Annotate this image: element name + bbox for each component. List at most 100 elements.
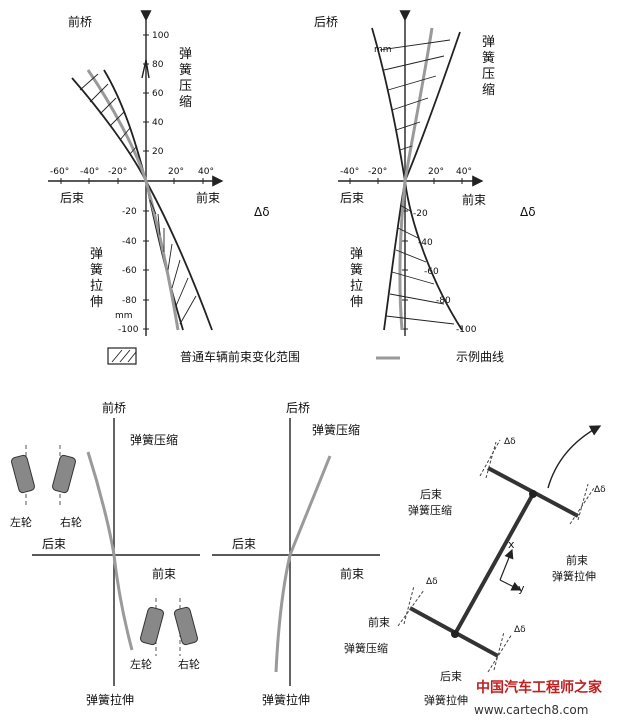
tl-hatch-lines [79,73,197,325]
tl-delta: Δδ [254,205,270,219]
tr-hatch-lines [379,39,455,325]
tl-extend-c2: 簧 [90,262,103,278]
br-delta-4: Δδ [514,625,526,635]
tl-ytick-40: 40 [152,118,164,128]
tl-compress-c4: 缩 [179,94,192,110]
tr-compress-c1: 弹 [482,35,495,50]
tl-rear-toe: 后束 [60,191,84,205]
tl-ytick-60: 60 [152,89,164,99]
bl-title: 前桥 [102,400,126,415]
tl-unit: mm [115,311,133,321]
tr-extend-c4: 伸 [350,295,363,310]
br-front-pivot [451,630,459,638]
br-axis-x-label: x [508,538,515,551]
tl-ytick-20: 20 [152,147,164,157]
bm-compress: 弹簧压缩 [312,422,360,437]
tl-ytick-m100: -100 [118,325,139,335]
tl-xtick-m40: -40° [80,167,99,177]
watermark-url: www.cartech8.com [474,703,588,717]
br-rear-toe-top: 后束 [420,488,442,501]
tl-compress-c3: 压 [179,79,192,94]
br-rear-toe-bottom: 后束 [440,670,462,683]
tl-example-curve [86,69,180,331]
tr-example-curve [398,27,434,331]
tr-ytick-m40: -40 [418,238,433,248]
tr-xtick-20: 20° [428,167,444,177]
watermark-cn: 中国汽车工程师之家 [476,679,603,696]
tl-front-toe: 前束 [196,190,220,205]
tl-ytick-m60: -60 [122,266,137,276]
bm-extend: 弹簧拉伸 [262,692,310,707]
bl-compress: 弹簧压缩 [130,432,178,447]
bl-left-wheel-top-icon [11,445,35,505]
bl-left-wheel-bottom-label: 左轮 [130,657,152,671]
panel-rear-axle-chart: -20 -40 -60 -80 -100 -40° -20° 20° 40° 后… [314,10,536,336]
legend-curve-label: 示例曲线 [456,350,504,364]
br-x-axis [499,548,514,581]
tl-extend-c1: 弹 [90,247,103,262]
tr-xtick-m40: -40° [340,167,359,177]
tr-compress-c4: 缩 [482,82,495,98]
br-frame-bar [453,493,535,635]
br-front-toe-left: 前束 [368,615,390,629]
tr-unit: mm [374,45,392,55]
tr-xtick-40: 40° [456,167,472,177]
tr-extend-c2: 簧 [350,262,363,278]
tl-xtick-m60: -60° [50,167,69,177]
tl-ytick-80: 80 [152,60,164,70]
bl-right-wheel-bottom-label: 右轮 [178,657,200,671]
bl-left-wheel-top-label: 左轮 [10,515,32,529]
br-extend-bottom: 弹簧拉伸 [424,693,468,707]
tl-extend-c3: 拉 [90,279,103,294]
tr-delta: Δδ [520,205,536,219]
bm-rear-toe: 后束 [232,537,256,551]
tr-xtick-m20: -20° [368,167,387,177]
bm-example-curve [274,455,332,673]
bl-right-wheel-bottom-icon [174,598,198,656]
tr-ytick-m100: -100 [456,325,477,335]
br-y-axis [499,579,522,591]
br-delta-1: Δδ [504,437,516,447]
tr-extend-c3: 拉 [350,279,363,294]
bl-right-wheel-top-label: 右轮 [60,515,82,529]
br-delta-3: Δδ [426,577,438,587]
br-compress-left: 弹簧压缩 [344,641,388,655]
legend-hatch-swatch [107,347,137,365]
tr-ytick-m80: -80 [436,296,451,306]
tl-ytick-m20: -20 [122,207,137,217]
tl-ytick-m40: -40 [122,237,137,247]
tr-front-toe: 前束 [462,192,486,207]
tl-ytick-m80: -80 [122,296,137,306]
bl-right-wheel-top-icon [52,445,76,505]
panel-rear-axle-schematic: 后桥 弹簧压缩 后束 前束 弹簧拉伸 [212,401,380,707]
bl-example-curve [86,451,134,651]
panel-front-axle-schematic: 前桥 弹簧压缩 后束 前束 弹簧拉伸 左轮 右轮 左轮 右轮 [10,400,200,707]
tl-title: 前桥 [68,14,92,29]
tl-compress-c2: 簧 [179,62,192,78]
bl-extend: 弹簧拉伸 [86,692,134,707]
br-rear-pivot [529,490,537,498]
tl-xtick-40: 40° [198,167,214,177]
tr-compress-c3: 压 [482,67,495,82]
bm-title: 后桥 [286,401,310,415]
tr-range-boundary-outer [371,27,463,331]
tr-compress-c2: 簧 [482,50,495,66]
bl-rear-toe: 后束 [42,537,66,551]
br-compress-top: 弹簧压缩 [408,503,452,517]
tr-extend-c1: 弹 [350,247,363,262]
legend-range-label: 普通车辆前束变化范围 [180,349,300,364]
bl-front-toe: 前束 [152,566,176,581]
br-front-toe-right: 前束 [566,553,588,567]
tl-xtick-m20: -20° [108,167,127,177]
br-delta-2: Δδ [594,485,606,495]
panel-front-axle-chart: 100 80 60 40 20 -20 -40 -60 -80 -100 -60… [48,10,270,336]
tr-ytick-m20: -20 [413,209,428,219]
panel-vehicle-skeleton: Δδ Δδ Δδ Δδ x y 后束 弹簧压缩 前束 弹簧拉伸 前束 弹簧压缩 … [344,425,606,707]
tr-title: 后桥 [314,15,338,29]
br-axis-y-label: y [518,582,525,595]
tl-extend-c4: 伸 [90,295,103,310]
tl-ytick-100: 100 [152,31,169,41]
br-extend-right: 弹簧拉伸 [552,569,596,583]
